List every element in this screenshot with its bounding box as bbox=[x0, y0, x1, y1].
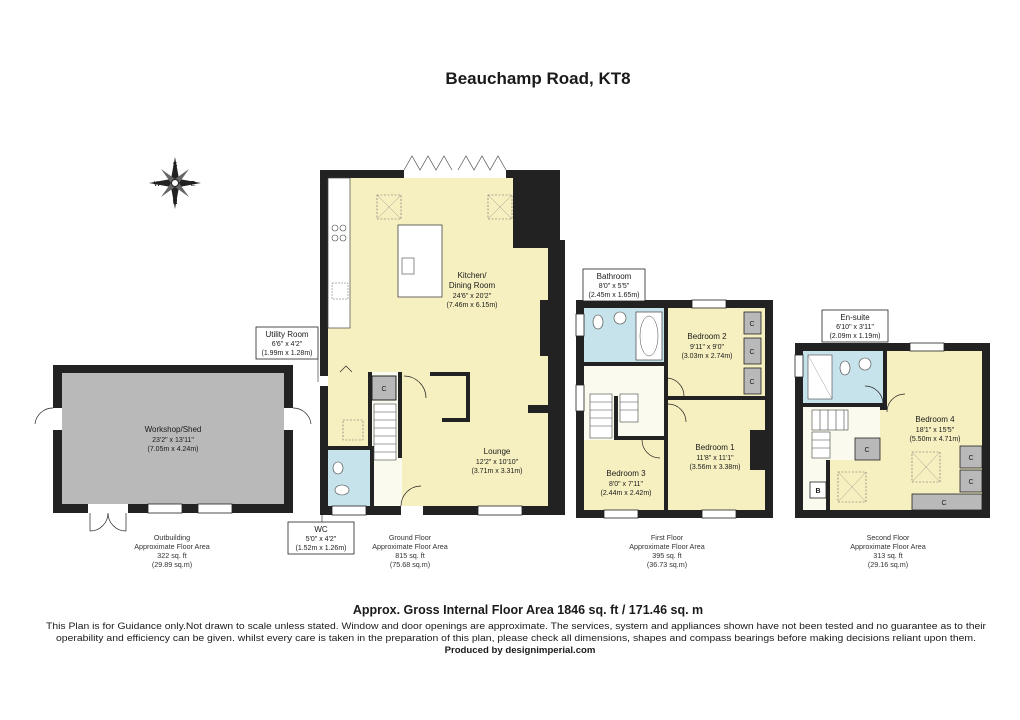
utility-metric: (1.99m x 1.28m) bbox=[262, 350, 313, 357]
kitchen-imperial: 24'6" x 20'2" bbox=[453, 293, 492, 300]
lounge-imperial: 12'2" x 10'10" bbox=[476, 459, 519, 466]
bedroom-3-name: Bedroom 3 bbox=[606, 469, 646, 478]
footer: Approx. Gross Internal Floor Area 1846 s… bbox=[46, 603, 987, 656]
compass-s-label: S bbox=[173, 162, 178, 169]
first-caption: First Floor Approximate Floor Area 395 s… bbox=[629, 533, 705, 569]
bedroom-4-metric: (5.50m x 4.71m) bbox=[910, 436, 961, 443]
bedroom-2-metric: (3.03m x 2.74m) bbox=[682, 353, 733, 360]
second-floor-name: Second Floor bbox=[867, 533, 910, 542]
wc-label: WC 5'0" x 4'2" (1.52m x 1.26m) bbox=[287, 484, 355, 555]
compass-n-label: N bbox=[172, 199, 177, 206]
bedroom-4-room bbox=[830, 351, 982, 510]
bedroom-2-imperial: 9'11" x 9'0" bbox=[690, 344, 724, 351]
ensuite-name: En-suite bbox=[840, 313, 870, 322]
kitchen-name-1: Kitchen/ bbox=[458, 271, 488, 280]
kitchen-dining-room bbox=[328, 178, 548, 506]
lounge-metric: (3.71m x 3.31m) bbox=[472, 468, 523, 475]
ground-sqft: 815 sq. ft bbox=[395, 551, 425, 560]
disclaimer-line-1: This Plan is for Guidance only.Not drawn… bbox=[46, 621, 987, 632]
workshop-name: Workshop/Shed bbox=[145, 425, 202, 434]
bedroom-1-imperial: 11'8" x 11'1" bbox=[696, 455, 734, 462]
utility-name: Utility Room bbox=[265, 330, 308, 339]
second-caption: Second Floor Approximate Floor Area 313 … bbox=[850, 533, 926, 569]
bathroom-imperial: 8'0" x 5'5" bbox=[599, 283, 630, 290]
workshop-imperial: 23'2" x 13'11" bbox=[152, 437, 194, 444]
first-cupboard-label-3: C bbox=[749, 379, 754, 386]
ground-sqm: (75.68 sq.m) bbox=[390, 560, 430, 569]
bedroom-3-room bbox=[584, 440, 666, 510]
second-cupboard-label-3: C bbox=[968, 479, 973, 486]
lounge-name: Lounge bbox=[484, 447, 511, 456]
kitchen-name-2: Dining Room bbox=[449, 281, 496, 290]
ensuite-imperial: 6'10" x 3'11" bbox=[836, 324, 874, 331]
bathroom-name: Bathroom bbox=[597, 272, 632, 281]
outbuilding-sqm: (29.89 sq.m) bbox=[152, 560, 192, 569]
outbuilding-plan: Workshop/Shed 23'2" x 13'11" (7.05m x 4.… bbox=[34, 365, 312, 532]
bedroom-4-imperial: 18'1" x 15'5" bbox=[916, 427, 955, 434]
wc-room bbox=[328, 450, 370, 506]
compass-e-label: E bbox=[191, 181, 196, 188]
ground-cupboard-label: C bbox=[381, 386, 386, 393]
bathroom-metric: (2.45m x 1.65m) bbox=[589, 292, 640, 299]
workshop-room bbox=[62, 373, 284, 504]
first-area-label: Approximate Floor Area bbox=[629, 542, 705, 551]
compass-w-label: W bbox=[154, 181, 161, 188]
disclaimer-line-2: operability and efficiency can be given.… bbox=[56, 633, 976, 644]
utility-room bbox=[328, 372, 368, 450]
bedroom-1-room bbox=[668, 400, 765, 510]
outbuilding-sqft: 322 sq. ft bbox=[157, 551, 187, 560]
second-cupboard-label-1: C bbox=[864, 447, 869, 454]
outbuilding-floor-name: Outbuilding bbox=[154, 533, 190, 542]
second-floor-plan: C C C C B Bedroom 4 18'1" x 15'5" (5.50m… bbox=[794, 342, 990, 518]
produced-by: Produced by designimperial.com bbox=[445, 645, 596, 656]
wc-name: WC bbox=[314, 525, 328, 534]
bedroom-3-metric: (2.44m x 2.42m) bbox=[601, 490, 652, 497]
plan-title: Beauchamp Road, KT8 bbox=[445, 69, 630, 88]
bedroom-1-metric: (3.56m x 3.38m) bbox=[690, 464, 741, 471]
first-sqft: 395 sq. ft bbox=[652, 551, 682, 560]
wc-imperial: 5'0" x 4'2" bbox=[306, 536, 337, 543]
second-sqft: 313 sq. ft bbox=[873, 551, 903, 560]
bathroom-label: Bathroom 8'0" x 5'5" (2.45m x 1.65m) bbox=[582, 268, 646, 302]
second-area-label: Approximate Floor Area bbox=[850, 542, 926, 551]
ground-caption: Ground Floor Approximate Floor Area 815 … bbox=[372, 533, 448, 569]
first-sqm: (36.73 sq.m) bbox=[647, 560, 687, 569]
bedroom-4-name: Bedroom 4 bbox=[915, 415, 955, 424]
ground-floor-plan: C Kitchen/ Dining Room 24'6" x 20'2" (7.… bbox=[312, 155, 565, 516]
bedroom-2-name: Bedroom 2 bbox=[687, 332, 727, 341]
first-floor-name: First Floor bbox=[651, 533, 684, 542]
bedroom-1-name: Bedroom 1 bbox=[695, 443, 735, 452]
outbuilding-area-label: Approximate Floor Area bbox=[134, 542, 210, 551]
second-sqm: (29.16 sq.m) bbox=[868, 560, 908, 569]
kitchen-metric: (7.46m x 6.15m) bbox=[447, 302, 498, 309]
first-floor-plan: C C C Bedroom 2 9'11" x 9'0" (3.03m x 2.… bbox=[575, 299, 773, 519]
second-cupboard-label-4: C bbox=[941, 500, 946, 507]
outbuilding-caption: Outbuilding Approximate Floor Area 322 s… bbox=[134, 533, 210, 569]
ensuite-label: En-suite 6'10" x 3'11" (2.09m x 1.19m) bbox=[821, 309, 889, 343]
ground-area-label: Approximate Floor Area bbox=[372, 542, 448, 551]
utility-label: Utility Room 6'6" x 4'2" (1.99m x 1.28m) bbox=[255, 326, 319, 382]
ensuite-metric: (2.09m x 1.19m) bbox=[830, 333, 881, 340]
utility-imperial: 6'6" x 4'2" bbox=[272, 341, 303, 348]
compass-icon: S N W E bbox=[149, 157, 201, 209]
ground-floor-name: Ground Floor bbox=[389, 533, 432, 542]
second-cupboard-label-2: C bbox=[968, 455, 973, 462]
workshop-metric: (7.05m x 4.24m) bbox=[148, 446, 199, 453]
gross-area: Approx. Gross Internal Floor Area 1846 s… bbox=[353, 603, 703, 617]
boiler-label: B bbox=[815, 488, 820, 495]
first-cupboard-label-2: C bbox=[749, 349, 754, 356]
bedroom-3-imperial: 8'0" x 7'11" bbox=[609, 481, 643, 488]
first-cupboard-label-1: C bbox=[749, 321, 754, 328]
wc-metric: (1.52m x 1.26m) bbox=[296, 545, 347, 552]
